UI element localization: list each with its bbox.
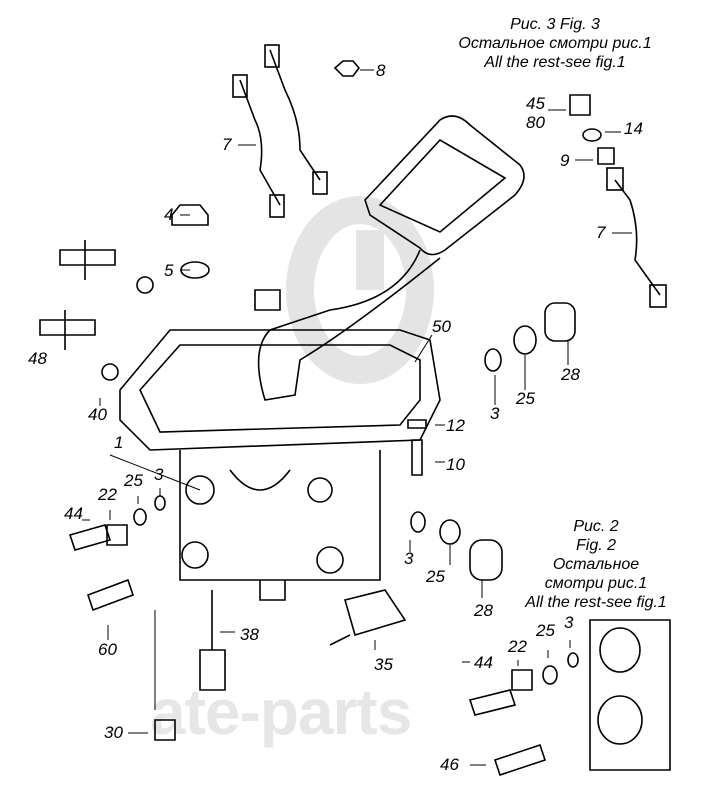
caption-line: смотри рис.1 [544, 575, 648, 592]
part-label: 38 [240, 625, 259, 644]
part-label: 7 [222, 135, 232, 154]
part-label: 10 [446, 455, 465, 474]
pipe-7-right [606, 167, 667, 308]
caption-line: Рис. 3 Fig. 3 [510, 16, 600, 33]
brake-pedal [257, 115, 525, 401]
part-label: 14 [624, 119, 643, 138]
part-label: 60 [98, 640, 117, 659]
caption-line: All the rest-see fig.1 [484, 54, 626, 71]
part-label: 35 [374, 655, 393, 674]
part-label: 22 [508, 637, 527, 656]
part-label: 25 [516, 389, 535, 408]
part-label: 12 [446, 416, 465, 435]
part-label: 22 [98, 485, 117, 504]
part-label: 7 [596, 223, 606, 242]
watermark: ate-parts [150, 676, 412, 748]
pipe-7-left [232, 44, 328, 218]
small-parts [39, 60, 671, 777]
caption-line: All the rest-see fig.1 [525, 594, 667, 611]
part-label: 28 [474, 601, 493, 620]
part-label: 48 [28, 349, 47, 368]
caption-fig3: Рис. 3 Fig. 3 Остальное смотри рис.1 All… [458, 15, 651, 72]
part-label: 9 [560, 151, 570, 170]
part-label: 5 [164, 261, 174, 280]
part-label: 25 [426, 567, 445, 586]
leader-lines [82, 69, 632, 766]
watermark-logo [286, 196, 435, 384]
part-label: 8 [376, 61, 386, 80]
caption-line: Рис. 2 [573, 518, 619, 535]
part-label: 1 [114, 433, 124, 452]
part-label: 25 [124, 471, 143, 490]
part-label: 3 [154, 465, 164, 484]
part-label: 80 [526, 113, 545, 132]
part-label: 28 [561, 365, 580, 384]
caption-line: Остальное смотри рис.1 [458, 35, 652, 52]
part-label: 40 [88, 405, 107, 424]
part-label: 25 [536, 621, 555, 640]
part-label: 44 [64, 504, 83, 523]
part-label: 44 [474, 653, 493, 672]
part-label: 46 [440, 755, 459, 774]
part-label: 30 [104, 723, 123, 742]
part-label: 50 [432, 317, 451, 336]
part-label: 3 [490, 404, 500, 423]
part-label: 45 [526, 94, 545, 113]
part-label: 3 [564, 613, 574, 632]
caption-fig2: Рис. 2 Fig. 2 Остальное смотри рис.1 All… [525, 517, 666, 612]
part-label: 3 [404, 549, 414, 568]
caption-line: Остальное [552, 556, 640, 573]
part-label: 4 [164, 205, 174, 224]
caption-line: Fig. 2 [575, 537, 616, 554]
valve-body [119, 289, 441, 601]
